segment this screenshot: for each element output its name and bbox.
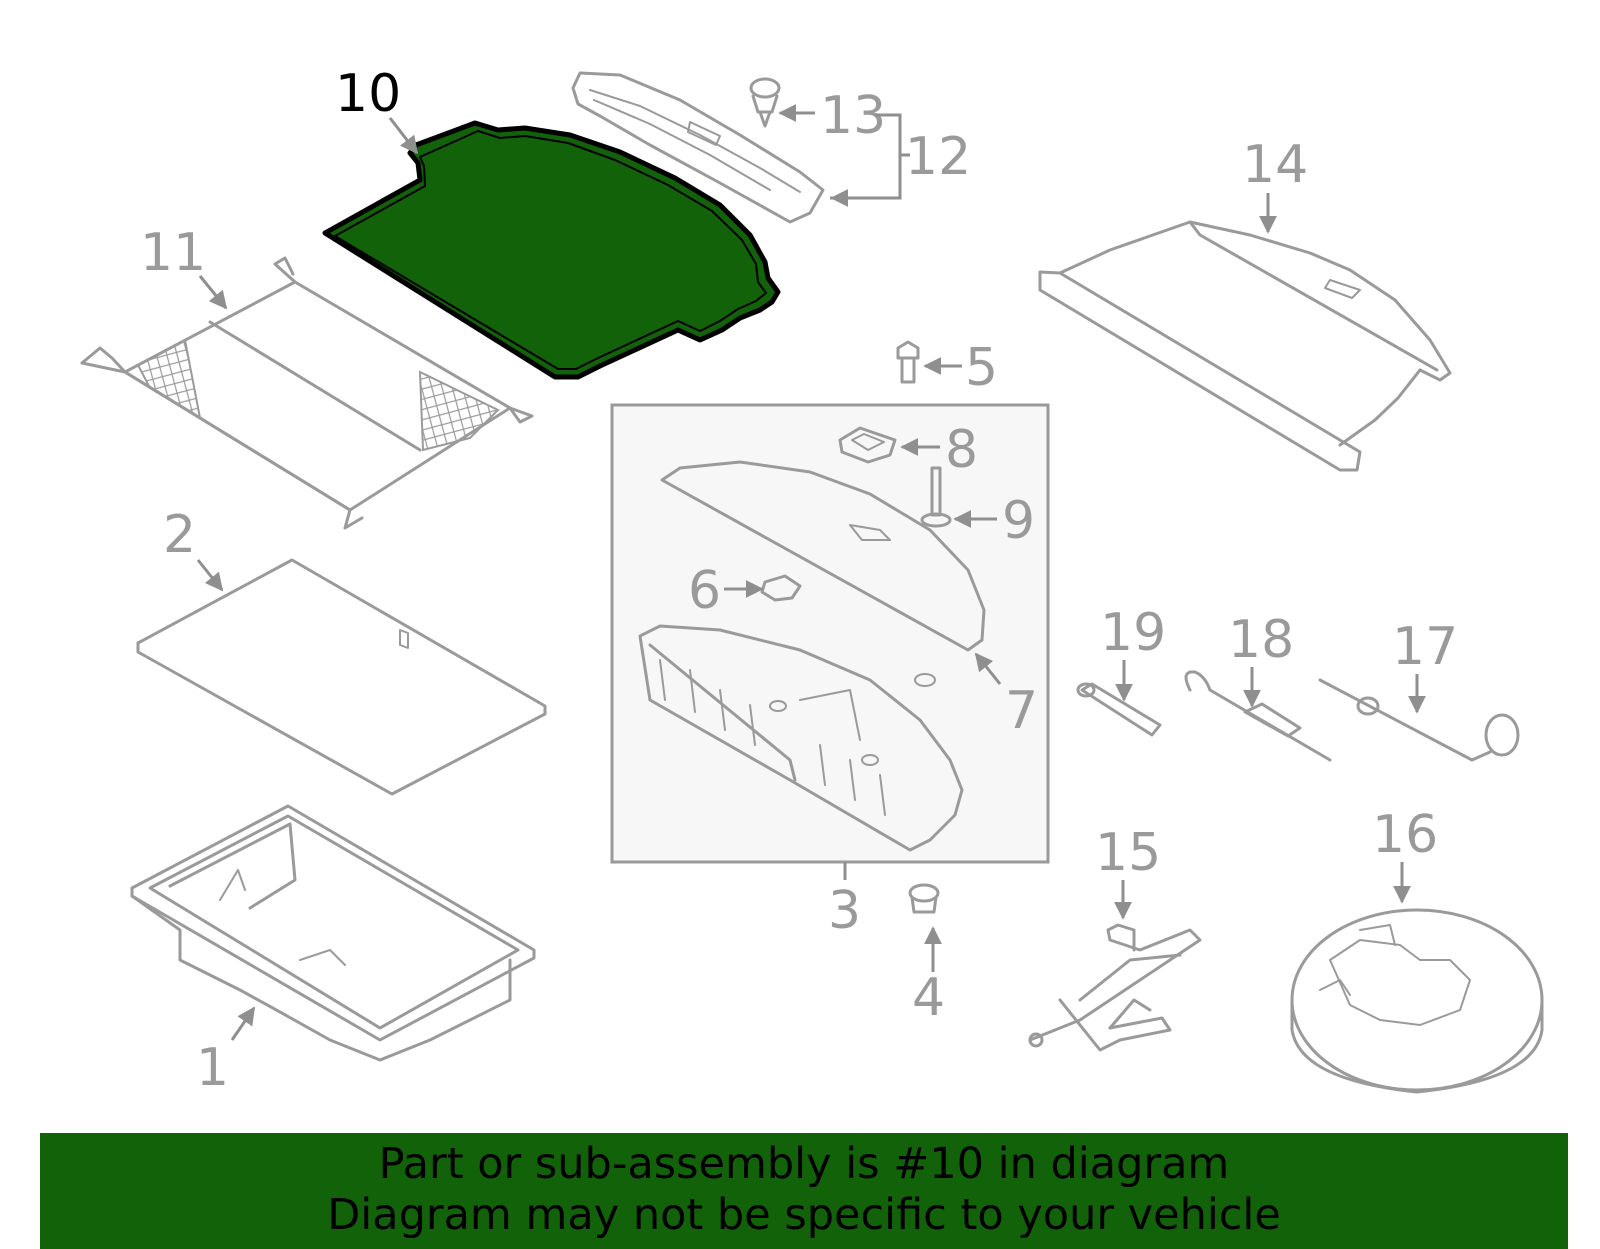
callout-3: 3	[828, 881, 861, 941]
callout-6: 6	[688, 561, 721, 621]
callout-9: 9	[1002, 491, 1035, 551]
callout-12: 12	[905, 127, 971, 187]
callout-1: 1	[196, 1038, 229, 1098]
info-banner: Part or sub-assembly is #10 in diagram D…	[40, 1133, 1568, 1249]
part-18-jack-handle[interactable]	[1184, 670, 1332, 762]
part-12-scuff-plate[interactable]	[571, 71, 825, 224]
part-7-lid[interactable]	[660, 460, 986, 652]
callout-15: 15	[1095, 823, 1161, 883]
callout-5: 5	[965, 338, 998, 398]
part-10-floor-cover[interactable]	[322, 120, 781, 380]
callout-19: 19	[1100, 603, 1166, 663]
callout-7: 7	[1005, 681, 1038, 741]
part-17-wheel-wrench[interactable]	[1318, 678, 1520, 762]
callout-17: 17	[1392, 617, 1458, 677]
part-11-cargo-net[interactable]	[80, 256, 534, 530]
leader-11	[198, 275, 228, 310]
callout-16: 16	[1372, 805, 1438, 865]
leader-2	[196, 559, 224, 592]
callout-14: 14	[1242, 135, 1308, 195]
part-3-organizer[interactable]	[638, 624, 964, 852]
banner-line-1: Part or sub-assembly is #10 in diagram	[378, 1139, 1230, 1189]
part-16-spare-tray[interactable]	[1290, 908, 1544, 1094]
callout-2: 2	[163, 505, 196, 565]
part-5-bolt[interactable]	[896, 340, 920, 384]
part-13-clip[interactable]	[749, 77, 781, 128]
part-9-bolt[interactable]	[920, 466, 952, 528]
part-14-cargo-cover[interactable]	[1038, 220, 1452, 472]
callout-8: 8	[945, 420, 978, 480]
callout-13: 13	[820, 86, 886, 146]
leader-7	[974, 652, 1002, 685]
callout-18: 18	[1228, 610, 1294, 670]
part-2-floor-board[interactable]	[136, 558, 547, 796]
callout-11: 11	[140, 223, 206, 283]
part-4-clip[interactable]	[908, 883, 940, 914]
part-19-extension[interactable]	[1076, 682, 1162, 737]
banner-line-2: Diagram may not be specific to your vehi…	[327, 1190, 1281, 1240]
part-15-scissor-jack[interactable]	[1028, 923, 1202, 1052]
part-8-cap[interactable]	[838, 426, 897, 464]
part-3-group-box	[610, 403, 1050, 864]
callout-10: 10	[335, 64, 401, 124]
leader-10	[388, 117, 419, 155]
leader-1	[230, 1006, 256, 1041]
part-1-storage-tray[interactable]	[130, 804, 536, 1062]
callout-4: 4	[912, 968, 945, 1028]
